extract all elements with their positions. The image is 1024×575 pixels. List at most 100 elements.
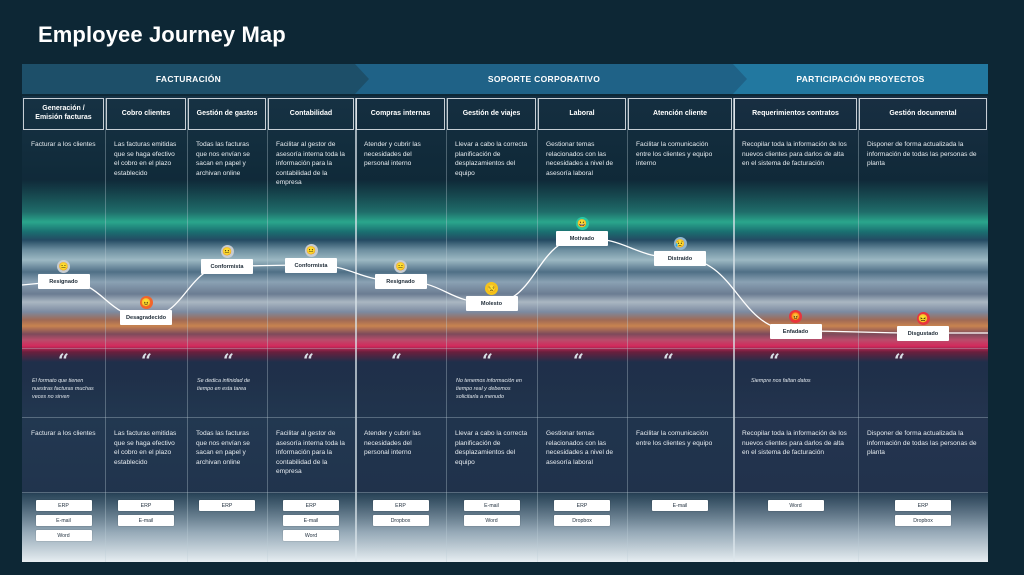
column-detail: Facilitar la comunicación entre los clie… [636, 430, 713, 447]
column-detail: Atender y cubrir las necesidades del per… [364, 430, 421, 457]
column-description: Facilitar al gestor de asesoría interna … [276, 141, 345, 187]
row-divider [22, 492, 988, 493]
column-divider [627, 98, 628, 562]
tool-tag[interactable]: ERP [372, 500, 429, 511]
column-header[interactable]: Requerimientos contratos [734, 98, 857, 130]
emotion-face-icon: 😒 [485, 282, 498, 295]
tool-tag[interactable]: ERP [199, 500, 255, 511]
emotion-face-icon: 😖 [916, 312, 930, 325]
column-description: Gestionar temas relacionados con las nec… [546, 141, 614, 177]
column-description: Llevar a cabo la correcta planificación … [455, 141, 528, 177]
tool-tag[interactable]: Word [283, 530, 339, 541]
tool-tag[interactable]: ERP [283, 500, 339, 511]
tool-tag[interactable]: E-mail [35, 515, 92, 526]
tool-tag[interactable]: ERP [118, 500, 174, 511]
tool-tag[interactable]: E-mail [283, 515, 339, 526]
emotion-face-icon: 😀 [575, 217, 589, 230]
phase-tint [355, 96, 733, 562]
column-detail: Recopilar toda la información de los nue… [742, 430, 847, 457]
column-detail: Disponer de forma actualizada la informa… [867, 430, 977, 457]
emotion-label: Conformista [285, 258, 337, 273]
column-header[interactable]: Compras internas [356, 98, 445, 130]
quote-text: Se dedica infinidad de tiempo en esta ta… [197, 378, 251, 392]
column-header[interactable]: Laboral [538, 98, 626, 130]
phase-banner: SOPORTE CORPORATIVO [355, 64, 733, 94]
column-divider [105, 98, 106, 562]
column-description: Atender y cubrir las necesidades del per… [364, 141, 421, 168]
emotion-label: Conformista [201, 259, 253, 274]
tool-tag[interactable]: ERP [35, 500, 92, 511]
tool-tag[interactable]: Word [767, 500, 824, 511]
emotion-face-icon: 😥 [673, 237, 687, 250]
emotion-label: Resignado [37, 274, 90, 289]
page-title: Employee Journey Map [38, 22, 286, 47]
column-description: Facilitar la comunicación entre los clie… [636, 141, 713, 168]
phase-banner: FACTURACIÓN [22, 64, 355, 94]
tool-tag[interactable]: E-mail [118, 515, 174, 526]
quote-icon: “ [663, 350, 674, 372]
column-divider [733, 98, 735, 562]
column-detail: Gestionar temas relacionados con las nec… [546, 430, 614, 466]
quote-icon: “ [769, 350, 780, 372]
column-header[interactable]: Gestión de viajes [447, 98, 536, 130]
column-divider [446, 98, 447, 562]
column-detail: Todas las facturas que nos envían se sac… [196, 430, 250, 466]
quote-icon: “ [58, 350, 69, 372]
emotion-label: Distraído [654, 251, 706, 266]
quote-icon: “ [573, 350, 584, 372]
quote-icon: “ [482, 350, 493, 372]
column-header[interactable]: Gestión documental [859, 98, 987, 130]
column-divider [858, 98, 859, 562]
column-description: Facturar a los clientes [31, 141, 96, 148]
quote-icon: “ [303, 350, 314, 372]
column-detail: Llevar a cabo la correcta planificación … [455, 430, 528, 466]
phase-tint [22, 96, 355, 562]
emotion-face-icon: 😐 [304, 244, 318, 257]
column-description: Todas las facturas que nos envían se sac… [196, 141, 250, 177]
row-divider [22, 348, 988, 349]
emotion-face-icon: 😠 [139, 296, 153, 309]
emotion-label: Resignado [374, 274, 427, 289]
tool-tag[interactable]: E-mail [652, 500, 708, 511]
column-divider [355, 98, 357, 562]
phase-arrow-icon [733, 64, 747, 94]
tool-tag[interactable]: E-mail [463, 500, 520, 511]
quote-icon: “ [223, 350, 234, 372]
emotion-label: Enfadado [769, 324, 822, 339]
emotion-label: Disgustado [897, 326, 949, 341]
quote-icon: “ [141, 350, 152, 372]
emotion-face-icon: 😡 [789, 310, 802, 323]
column-description: Disponer de forma actualizada la informa… [867, 141, 977, 168]
emotion-label: Motivado [556, 231, 608, 246]
column-detail: Las facturas emitidas que se haga efecti… [114, 430, 177, 466]
tool-tag[interactable]: Word [35, 530, 92, 541]
quote-text: Siempre nos faltan datos [751, 378, 811, 384]
column-header[interactable]: Contabilidad [268, 98, 354, 130]
tool-tag[interactable]: Word [463, 515, 520, 526]
column-divider [187, 98, 188, 562]
emotion-label: Desagradecido [120, 310, 172, 325]
phase-banner: PARTICIPACIÓN PROYECTOS [733, 64, 988, 94]
tool-tag[interactable]: Dropbox [372, 515, 429, 526]
emotion-face-icon: 😐 [220, 245, 234, 258]
emotion-face-icon: 😑 [57, 260, 70, 273]
column-header[interactable]: Generación / Emisión facturas [23, 98, 104, 130]
tool-tag[interactable]: ERP [554, 500, 610, 511]
emotion-face-icon: 😑 [394, 260, 407, 273]
quote-text: El formato que tienen nuestras facturas … [32, 378, 94, 400]
row-divider [22, 417, 988, 418]
column-description: Las facturas emitidas que se haga efecti… [114, 141, 177, 177]
column-detail: Facturar a los clientes [31, 430, 96, 437]
column-header[interactable]: Gestión de gastos [188, 98, 266, 130]
tool-tag[interactable]: Dropbox [895, 515, 951, 526]
tool-tag[interactable]: Dropbox [554, 515, 610, 526]
column-detail: Facilitar al gestor de asesoría interna … [276, 430, 345, 476]
quote-icon: “ [894, 350, 905, 372]
phase-arrow-icon [355, 64, 369, 94]
emotion-label: Molesto [465, 296, 518, 311]
column-divider [537, 98, 538, 562]
tool-tag[interactable]: ERP [895, 500, 951, 511]
column-header[interactable]: Atención cliente [628, 98, 732, 130]
column-header[interactable]: Cobro clientes [106, 98, 186, 130]
